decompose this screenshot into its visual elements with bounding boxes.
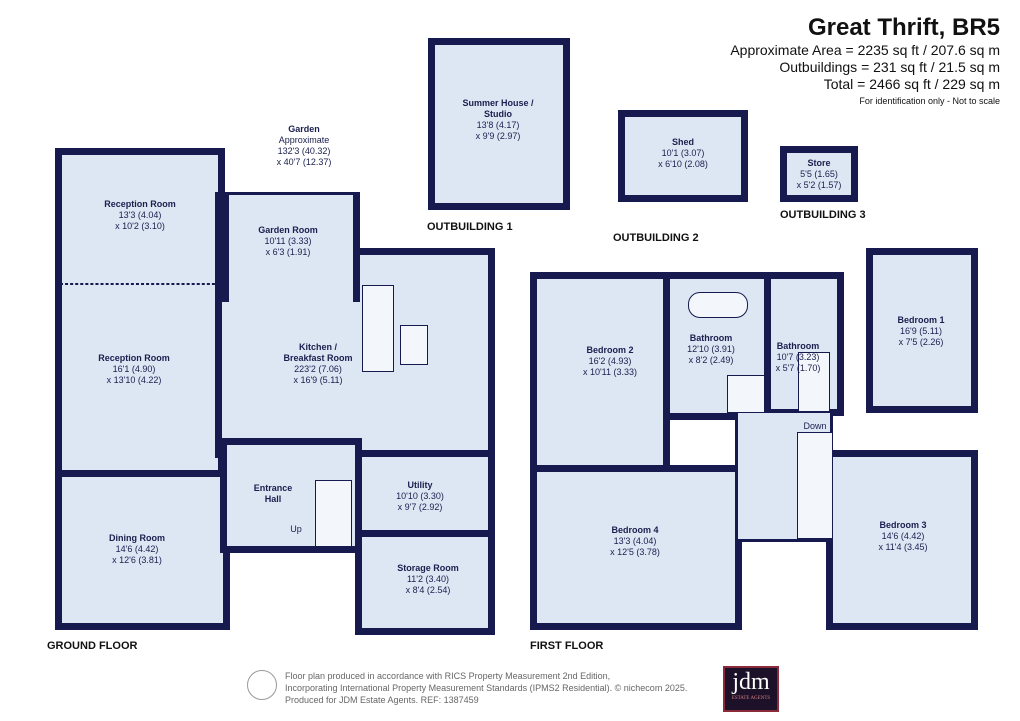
bedroom-4 <box>530 465 742 630</box>
shed <box>618 110 748 202</box>
person-icon <box>247 670 277 700</box>
bath-tub <box>688 292 748 318</box>
kitchen-island <box>400 325 428 365</box>
dining-room <box>55 470 230 630</box>
scale-note: For identification only - Not to scale <box>859 96 1000 106</box>
store <box>780 146 858 202</box>
jdm-logo: jdm ESTATE AGENTS <box>723 666 779 712</box>
outbuilding-1-label: OUTBUILDING 1 <box>427 221 513 233</box>
room-divider <box>60 283 220 285</box>
summer-house <box>428 38 570 210</box>
approx-area: Approximate Area = 2235 sq ft / 207.6 sq… <box>730 42 1000 58</box>
shower <box>727 375 765 413</box>
bedroom-1 <box>866 248 978 413</box>
label-stairs-down: Down <box>803 421 827 431</box>
rooflight <box>362 285 394 372</box>
ground-floor-label: GROUND FLOOR <box>47 640 138 652</box>
outbuilding-2-label: OUTBUILDING 2 <box>613 232 699 244</box>
property-title: Great Thrift, BR5 <box>807 14 1000 41</box>
garden-room-walls <box>222 192 360 302</box>
total-area: Total = 2466 sq ft / 229 sq m <box>823 76 1000 92</box>
header: Great Thrift, BR5 Approximate Area = 223… <box>730 14 1000 109</box>
stairs-down <box>797 432 833 539</box>
first-floor-label: FIRST FLOOR <box>530 640 604 652</box>
reception-rooms <box>55 148 225 478</box>
footer-text: Floor plan produced in accordance with R… <box>285 671 688 705</box>
outbuilding-3-label: OUTBUILDING 3 <box>780 209 866 221</box>
bath-tub-2 <box>798 352 830 412</box>
outbuildings-area: Outbuildings = 231 sq ft / 21.5 sq m <box>779 59 1000 75</box>
storage-room <box>355 530 495 635</box>
stairs <box>315 480 352 547</box>
label-stairs-up: Up <box>290 524 302 534</box>
utility <box>355 450 495 538</box>
